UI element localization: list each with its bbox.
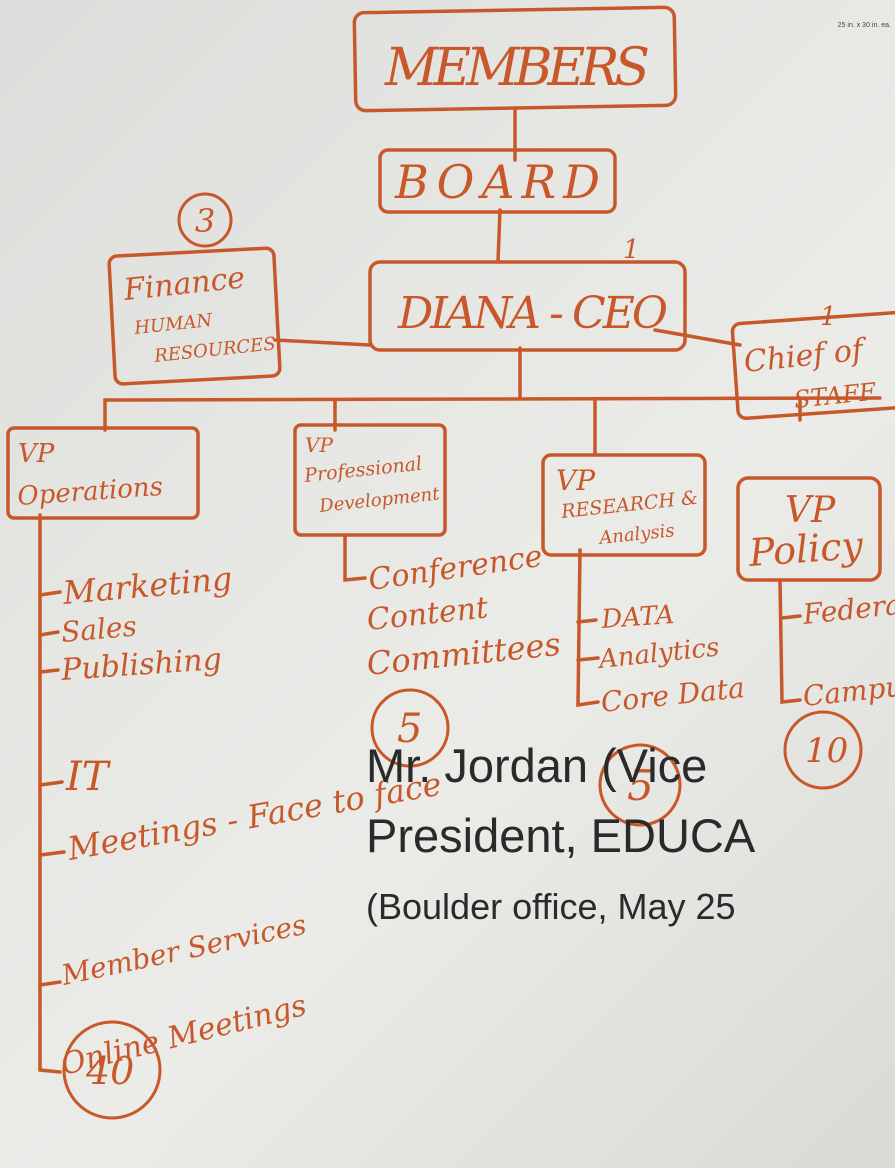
caption-line-2: President, EDUCA bbox=[366, 809, 756, 862]
research-box bbox=[541, 453, 707, 557]
research-count: 5 bbox=[627, 761, 654, 810]
prof-count: 5 bbox=[397, 706, 422, 752]
chief-line1: Chief of bbox=[742, 332, 869, 380]
caption-line-1: Mr. Jordan (Vice bbox=[366, 739, 708, 792]
finance-title: Finance bbox=[121, 260, 246, 308]
policy-item: Federal bbox=[800, 587, 895, 631]
policy-box bbox=[736, 476, 882, 582]
chief-count: 1 bbox=[820, 302, 837, 332]
policy-item: Campus bbox=[801, 668, 895, 713]
research-item: DATA bbox=[599, 600, 675, 635]
finance-sub1: HUMAN bbox=[132, 310, 214, 339]
policy-title: Policy bbox=[747, 523, 865, 575]
ops-box bbox=[6, 426, 200, 520]
prof-item: Conference bbox=[366, 539, 544, 598]
members-box bbox=[352, 5, 678, 113]
prof-title1: Professional bbox=[302, 453, 423, 487]
ops-item: Marketing bbox=[60, 559, 233, 612]
pad-size-label: 25 in. x 30 in. ea. bbox=[837, 22, 891, 29]
research-count-circle bbox=[598, 743, 682, 827]
ops-count-circle bbox=[62, 1020, 162, 1120]
ops-count: 40 bbox=[85, 1049, 134, 1093]
prof-box bbox=[293, 423, 447, 537]
research-title2: Analysis bbox=[596, 520, 675, 549]
ops-item: Publishing bbox=[59, 642, 223, 688]
ops-item: Member Services bbox=[58, 908, 310, 992]
members-label: MEMBERS bbox=[384, 38, 650, 98]
caption-line-3: (Boulder office, May 25 bbox=[366, 886, 736, 927]
board-box bbox=[378, 148, 617, 214]
finance-sub2: RESOURCES bbox=[152, 333, 276, 367]
research-item: Core Data bbox=[599, 671, 746, 719]
ops-item: Sales bbox=[60, 609, 138, 648]
ops-item: IT bbox=[65, 754, 112, 800]
prof-vp: VP bbox=[305, 433, 333, 457]
prof-count-circle bbox=[370, 688, 450, 768]
policy-vp: VP bbox=[785, 490, 836, 531]
board-label: BOARD bbox=[394, 155, 600, 209]
finance-count: 3 bbox=[195, 202, 215, 240]
ceo-count: 1 bbox=[623, 235, 640, 265]
prof-item: Content bbox=[365, 590, 490, 638]
ops-vp: VP bbox=[18, 439, 55, 469]
connector-lines bbox=[38, 106, 882, 1074]
ops-title: Operations bbox=[16, 472, 164, 512]
prof-title2: Development bbox=[317, 483, 441, 517]
finance-box bbox=[107, 246, 282, 386]
finance-count-circle bbox=[177, 192, 233, 248]
research-item: Analytics bbox=[596, 633, 721, 676]
research-vp: VP bbox=[556, 464, 596, 497]
ceo-box bbox=[368, 260, 687, 352]
chief-box bbox=[730, 310, 895, 421]
ceo-label: DIANA - CEO bbox=[397, 288, 668, 339]
policy-count: 10 bbox=[805, 731, 848, 771]
policy-count-circle bbox=[783, 710, 863, 790]
